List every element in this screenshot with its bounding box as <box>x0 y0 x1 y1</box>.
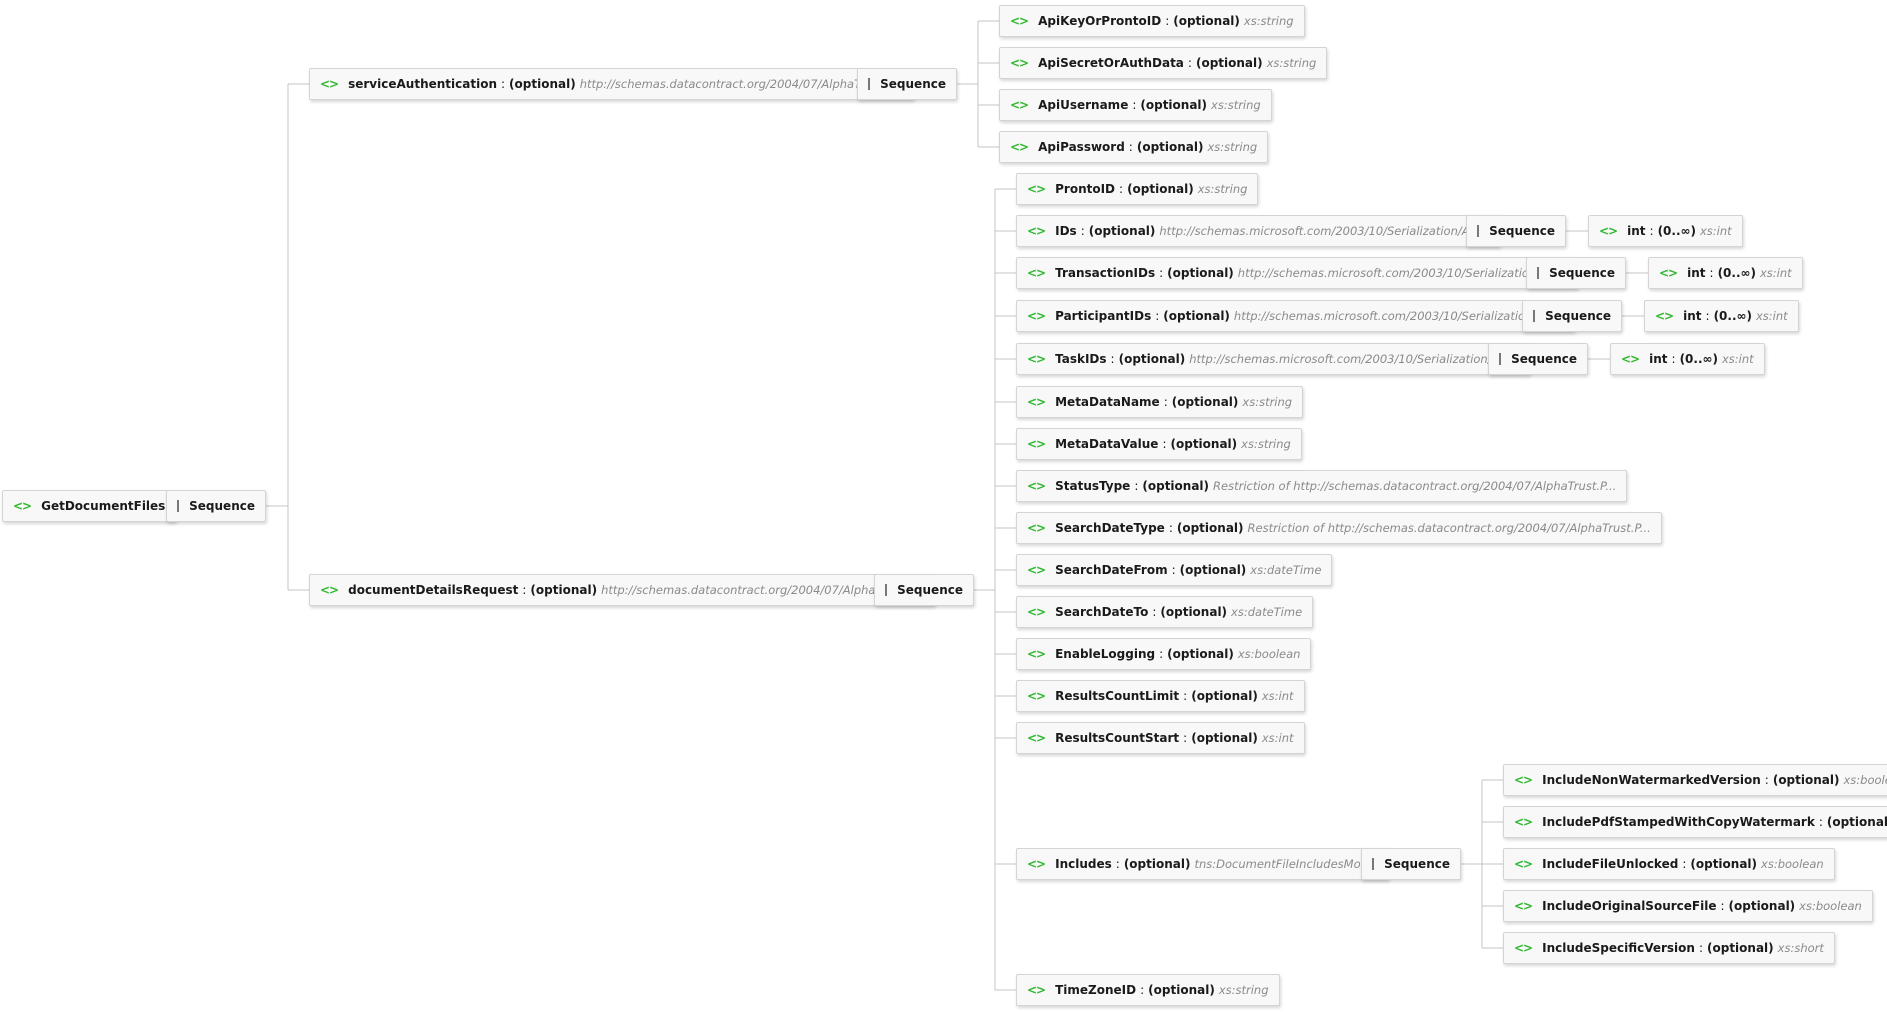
node-results-count-limit[interactable]: <> ResultsCountLimit:(optional)xs:int <box>1016 680 1305 712</box>
sequence-transaction-ids[interactable]: Sequence <box>1526 257 1626 289</box>
node-includes[interactable]: <> Includes:(optional)tns:DocumentFileIn… <box>1016 848 1390 880</box>
sequence-root[interactable]: Sequence <box>166 490 266 522</box>
sequence-includes[interactable]: Sequence <box>1361 848 1461 880</box>
sequence-participant-ids[interactable]: Sequence <box>1522 300 1622 332</box>
node-api-key[interactable]: <> ApiKeyOrProntoID:(optional)xs:string <box>999 5 1305 37</box>
sequence-icon <box>1372 858 1375 870</box>
element-icon: <> <box>1027 647 1046 661</box>
node-task-ids-int[interactable]: <> int:(0..∞)xs:int <box>1610 343 1765 375</box>
node-api-secret[interactable]: <> ApiSecretOrAuthData:(optional)xs:stri… <box>999 47 1328 79</box>
node-task-ids[interactable]: <> TaskIDs:(optional)http://schemas.micr… <box>1016 343 1530 375</box>
sequence-icon <box>1537 267 1540 279</box>
node-include-specific-version[interactable]: <> IncludeSpecificVersion:(optional)xs:s… <box>1503 932 1835 964</box>
element-icon: <> <box>1514 815 1533 829</box>
element-icon: <> <box>1027 521 1046 535</box>
sequence-service-authentication[interactable]: Sequence <box>857 68 957 100</box>
element-icon: <> <box>1010 56 1029 70</box>
element-icon: <> <box>1027 857 1046 871</box>
element-icon: <> <box>1027 352 1046 366</box>
element-name: GetDocumentFiles <box>41 499 166 513</box>
node-results-count-start[interactable]: <> ResultsCountStart:(optional)xs:int <box>1016 722 1305 754</box>
node-include-original-source[interactable]: <> IncludeOriginalSourceFile:(optional)x… <box>1503 890 1873 922</box>
element-icon: <> <box>1514 941 1533 955</box>
node-enable-logging[interactable]: <> EnableLogging:(optional)xs:boolean <box>1016 638 1312 670</box>
node-include-non-watermarked[interactable]: <> IncludeNonWatermarkedVersion:(optiona… <box>1503 764 1887 796</box>
element-icon: <> <box>1027 224 1046 238</box>
element-icon: <> <box>1010 140 1029 154</box>
node-search-date-to[interactable]: <> SearchDateTo:(optional)xs:dateTime <box>1016 596 1314 628</box>
node-participant-ids[interactable]: <> ParticipantIDs:(optional)http://schem… <box>1016 300 1575 332</box>
element-icon: <> <box>1027 731 1046 745</box>
element-icon: <> <box>1010 14 1029 28</box>
node-metadata-name[interactable]: <> MetaDataName:(optional)xs:string <box>1016 386 1304 418</box>
element-icon: <> <box>1027 437 1046 451</box>
node-include-file-unlocked[interactable]: <> IncludeFileUnlocked:(optional)xs:bool… <box>1503 848 1835 880</box>
element-icon: <> <box>1027 689 1046 703</box>
node-search-date-from[interactable]: <> SearchDateFrom:(optional)xs:dateTime <box>1016 554 1333 586</box>
element-icon: <> <box>1514 899 1533 913</box>
element-icon: <> <box>1514 773 1533 787</box>
element-icon: <> <box>1655 309 1674 323</box>
element-icon: <> <box>320 77 339 91</box>
node-time-zone-id[interactable]: <> TimeZoneID:(optional)xs:string <box>1016 974 1280 1006</box>
element-icon: <> <box>1027 395 1046 409</box>
element-icon: <> <box>1027 182 1046 196</box>
node-root[interactable]: <> GetDocumentFiles <box>2 490 177 522</box>
node-api-password[interactable]: <> ApiPassword:(optional)xs:string <box>999 131 1269 163</box>
node-ids-int[interactable]: <> int:(0..∞)xs:int <box>1588 215 1743 247</box>
sequence-document-details-request[interactable]: Sequence <box>874 574 974 606</box>
element-icon: <> <box>1010 98 1029 112</box>
node-metadata-value[interactable]: <> MetaDataValue:(optional)xs:string <box>1016 428 1302 460</box>
element-icon: <> <box>1659 266 1678 280</box>
sequence-icon <box>1499 353 1502 365</box>
element-icon: <> <box>1027 563 1046 577</box>
node-search-date-type[interactable]: <> SearchDateType:(optional)Restriction … <box>1016 512 1662 544</box>
element-icon: <> <box>1027 983 1046 997</box>
node-ids[interactable]: <> IDs:(optional)http://schemas.microsof… <box>1016 215 1500 247</box>
node-api-username[interactable]: <> ApiUsername:(optional)xs:string <box>999 89 1272 121</box>
sequence-icon <box>177 500 180 512</box>
node-participant-ids-int[interactable]: <> int:(0..∞)xs:int <box>1644 300 1799 332</box>
sequence-icon <box>885 584 888 596</box>
element-icon: <> <box>1027 605 1046 619</box>
element-icon: <> <box>13 499 32 513</box>
element-icon: <> <box>1599 224 1618 238</box>
sequence-icon <box>868 78 871 90</box>
element-icon: <> <box>320 583 339 597</box>
node-document-details-request[interactable]: <> documentDetailsRequest:(optional)http… <box>309 574 936 606</box>
sequence-ids[interactable]: Sequence <box>1466 215 1566 247</box>
node-status-type[interactable]: <> StatusType:(optional)Restriction of h… <box>1016 470 1628 502</box>
element-icon: <> <box>1027 266 1046 280</box>
sequence-icon <box>1477 225 1480 237</box>
element-icon: <> <box>1621 352 1640 366</box>
sequence-task-ids[interactable]: Sequence <box>1488 343 1588 375</box>
node-transaction-ids[interactable]: <> TransactionIDs:(optional)http://schem… <box>1016 257 1579 289</box>
node-service-authentication[interactable]: <> serviceAuthentication:(optional)http:… <box>309 68 914 100</box>
element-icon: <> <box>1514 857 1533 871</box>
element-icon: <> <box>1027 479 1046 493</box>
node-include-pdf-stamped[interactable]: <> IncludePdfStampedWithCopyWatermark:(o… <box>1503 806 1887 838</box>
element-icon: <> <box>1027 309 1046 323</box>
sequence-icon <box>1533 310 1536 322</box>
node-pronto-id[interactable]: <> ProntoID:(optional)xs:string <box>1016 173 1259 205</box>
node-transaction-ids-int[interactable]: <> int:(0..∞)xs:int <box>1648 257 1803 289</box>
